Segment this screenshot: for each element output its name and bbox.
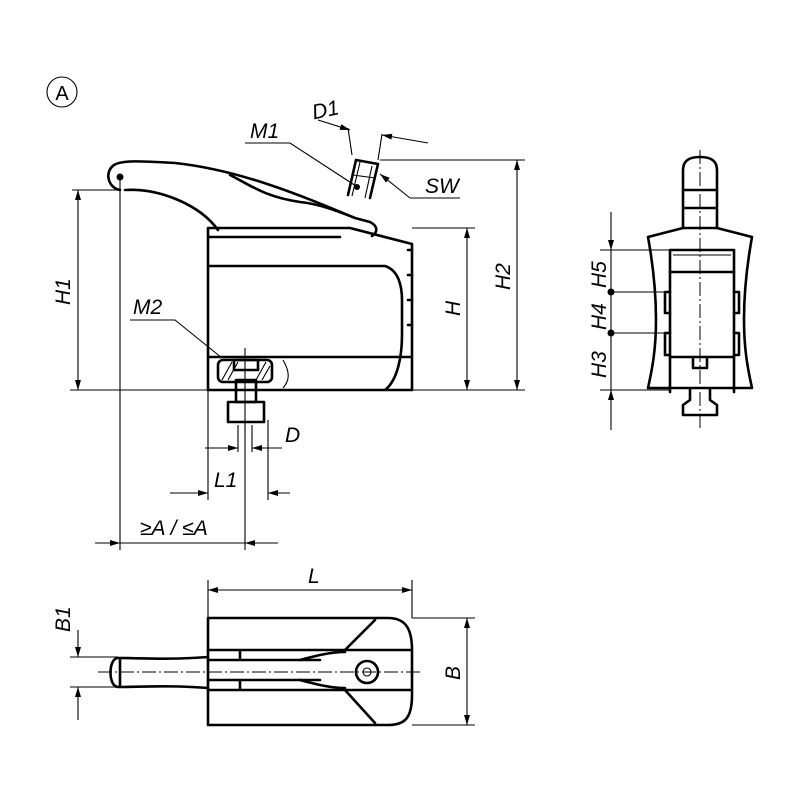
view-marker-a: A	[46, 76, 78, 108]
label-h3: H3	[588, 351, 611, 378]
label-h: H	[442, 300, 465, 316]
label-b1: B1	[52, 606, 75, 632]
screw-m2	[216, 348, 274, 428]
top-view: L B1 B	[52, 565, 475, 727]
view-marker-label: A	[55, 83, 69, 105]
label-h5: H5	[588, 261, 611, 288]
clamp-body	[206, 226, 414, 392]
label-h1: H1	[52, 278, 75, 305]
front-body	[646, 226, 754, 390]
label-d1: D1	[310, 96, 341, 124]
label-h4: H4	[588, 303, 611, 330]
top-body	[206, 616, 414, 727]
label-h2: H2	[492, 263, 515, 290]
label-m2: M2	[133, 296, 162, 319]
lever-handle	[107, 160, 378, 238]
label-a-range: ≥A / ≤A	[140, 517, 208, 540]
label-l1: L1	[214, 469, 237, 492]
label-d: D	[285, 424, 300, 447]
label-l: L	[308, 565, 320, 588]
side-view: M1 D1 SW M2 H1 H H2 D L1 ≥A / ≤A	[52, 96, 525, 550]
set-screw-m1	[346, 158, 380, 200]
front-view: H5 H4 H3	[588, 150, 754, 430]
label-sw: SW	[425, 175, 461, 198]
label-m1: M1	[250, 120, 279, 143]
label-b: B	[442, 666, 465, 680]
